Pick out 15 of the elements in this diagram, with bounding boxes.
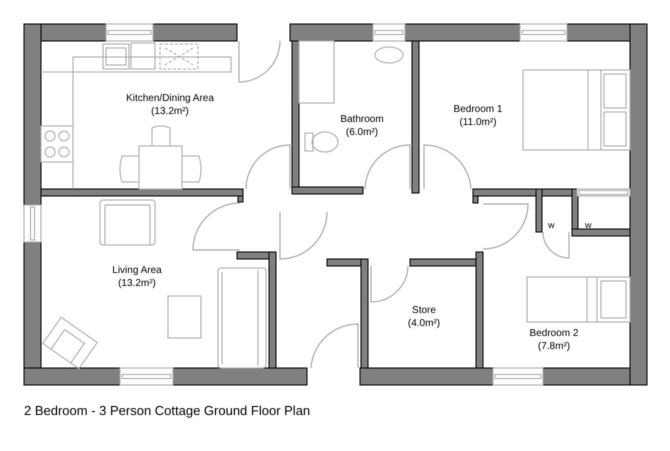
room-area-label: (13.2m²) xyxy=(151,105,189,118)
room-area-label: (6.0m²) xyxy=(346,126,378,139)
room-area-label: (4.0m²) xyxy=(408,317,440,330)
room-name: Bedroom 1 xyxy=(454,103,502,116)
room-area-label: (11.0m²) xyxy=(459,116,497,129)
wardrobe-label: w xyxy=(585,220,592,231)
room-name: Living Area xyxy=(112,264,162,277)
room-name: Store xyxy=(412,304,436,317)
room-area-label: (13.2m²) xyxy=(118,277,156,290)
room-area-label: (7.8m²) xyxy=(538,340,570,353)
room-name: Kitchen/Dining Area xyxy=(126,92,214,105)
room-name: Bathroom xyxy=(340,113,384,126)
caption: 2 Bedroom - 3 Person Cottage Ground Floor Plan xyxy=(24,402,310,420)
room-name: Bedroom 2 xyxy=(530,327,578,340)
wardrobe-label: w xyxy=(548,220,554,231)
